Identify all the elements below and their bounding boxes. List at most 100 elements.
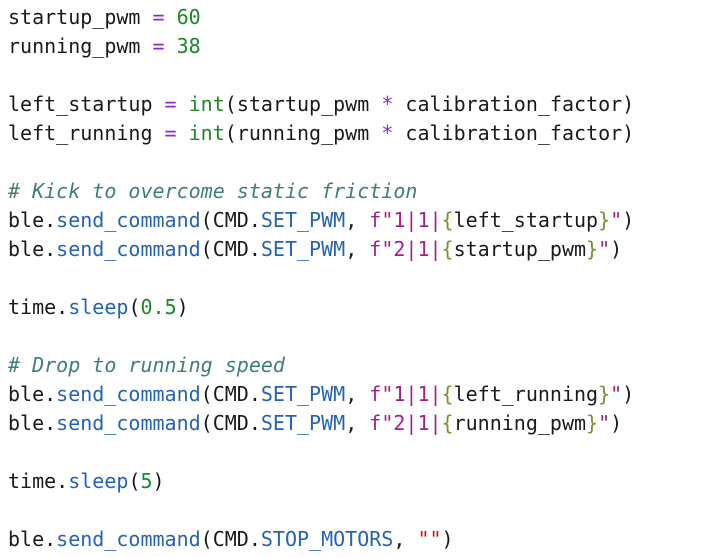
object: ble — [8, 208, 45, 232]
code-line-4: left_startup = int(startup_pwm * calibra… — [8, 90, 704, 119]
paren: ) — [441, 527, 454, 551]
blank-line — [8, 61, 704, 90]
dot: . — [248, 237, 261, 261]
blank-line — [8, 264, 704, 293]
method-name: send_command — [56, 382, 201, 406]
number-literal: 38 — [176, 34, 201, 58]
code-line-1: startup_pwm = 60 — [8, 3, 704, 32]
variable: startup_pwm — [8, 5, 141, 29]
blank-line — [8, 148, 704, 177]
dot: . — [248, 382, 261, 406]
multiply-operator: * — [381, 92, 394, 116]
dot: . — [44, 208, 57, 232]
fstring-expression: left_startup — [453, 208, 599, 232]
builtin-function: int — [188, 121, 225, 145]
fstring-brace: } — [598, 208, 611, 232]
paren: ) — [610, 237, 623, 261]
object: ble — [8, 411, 45, 435]
fstring-suffix: " — [610, 382, 623, 406]
code-line-15: ble.send_command(CMD.SET_PWM, f"2|1|{run… — [8, 409, 704, 438]
dot: . — [44, 527, 57, 551]
paren: ( — [200, 237, 213, 261]
fstring-prefix: f"1|1| — [369, 382, 442, 406]
fstring-brace: { — [441, 208, 454, 232]
object: ble — [8, 382, 45, 406]
object: time — [8, 469, 57, 493]
method-name: send_command — [56, 411, 201, 435]
fstring-prefix: f"2|1| — [369, 411, 442, 435]
assign-operator: = — [164, 121, 177, 145]
fstring-brace: } — [598, 382, 611, 406]
multiply-operator: * — [381, 121, 394, 145]
paren: ) — [622, 92, 635, 116]
variable: calibration_factor — [405, 121, 623, 145]
fstring-brace: { — [441, 411, 454, 435]
dot: . — [56, 469, 69, 493]
fstring-expression: left_running — [453, 382, 599, 406]
paren: ) — [622, 121, 635, 145]
builtin-function: int — [188, 92, 225, 116]
object: time — [8, 295, 57, 319]
method-name: send_command — [56, 208, 201, 232]
fstring-brace: } — [586, 237, 599, 261]
number-literal: 5 — [140, 469, 153, 493]
paren: ( — [200, 208, 213, 232]
assign-operator: = — [152, 34, 165, 58]
fstring-suffix: " — [598, 411, 611, 435]
number-literal: 60 — [176, 5, 201, 29]
dot: . — [248, 527, 261, 551]
dot: . — [44, 382, 57, 406]
blank-line — [8, 322, 704, 351]
paren: ) — [176, 295, 189, 319]
fstring-brace: { — [441, 382, 454, 406]
paren: ) — [622, 208, 635, 232]
constant: STOP_MOTORS — [260, 527, 394, 551]
fstring-brace: { — [441, 237, 454, 261]
variable: startup_pwm — [236, 92, 370, 116]
comma: , — [345, 382, 370, 406]
blank-line — [8, 438, 704, 467]
object: CMD — [212, 237, 249, 261]
assign-operator: = — [164, 92, 177, 116]
fstring-brace: } — [586, 411, 599, 435]
paren: ) — [622, 382, 635, 406]
method-name: send_command — [56, 527, 201, 551]
code-line-2: running_pwm = 38 — [8, 32, 704, 61]
code-line-14: ble.send_command(CMD.SET_PWM, f"1|1|{lef… — [8, 380, 704, 409]
dot: . — [248, 411, 261, 435]
variable: left_startup — [8, 92, 153, 116]
code-line-5: left_running = int(running_pwm * calibra… — [8, 119, 704, 148]
variable: calibration_factor — [405, 92, 623, 116]
comma: , — [345, 208, 370, 232]
variable: left_running — [8, 121, 153, 145]
paren: ) — [610, 411, 623, 435]
number-literal: 0.5 — [140, 295, 177, 319]
dot: . — [44, 411, 57, 435]
fstring-prefix: f"1|1| — [369, 208, 442, 232]
code-comment: # Drop to running speed — [8, 353, 285, 377]
constant: SET_PWM — [260, 208, 346, 232]
constant: SET_PWM — [260, 237, 346, 261]
variable: running_pwm — [8, 34, 141, 58]
comma: , — [393, 527, 418, 551]
paren: ( — [200, 527, 213, 551]
fstring-expression: running_pwm — [453, 411, 587, 435]
fstring-suffix: " — [610, 208, 623, 232]
blank-line — [8, 496, 704, 525]
comma: , — [345, 237, 370, 261]
paren: ( — [224, 92, 237, 116]
method-name: sleep — [68, 295, 129, 319]
code-line-11: time.sleep(0.5) — [8, 293, 704, 322]
comma: , — [345, 411, 370, 435]
string-literal: "" — [417, 527, 442, 551]
variable: running_pwm — [236, 121, 370, 145]
paren: ) — [152, 469, 165, 493]
object: CMD — [212, 208, 249, 232]
object: CMD — [212, 411, 249, 435]
method-name: sleep — [68, 469, 129, 493]
method-name: send_command — [56, 237, 201, 261]
object: CMD — [212, 527, 249, 551]
code-comment: # Kick to overcome static friction — [8, 179, 418, 203]
paren: ( — [224, 121, 237, 145]
